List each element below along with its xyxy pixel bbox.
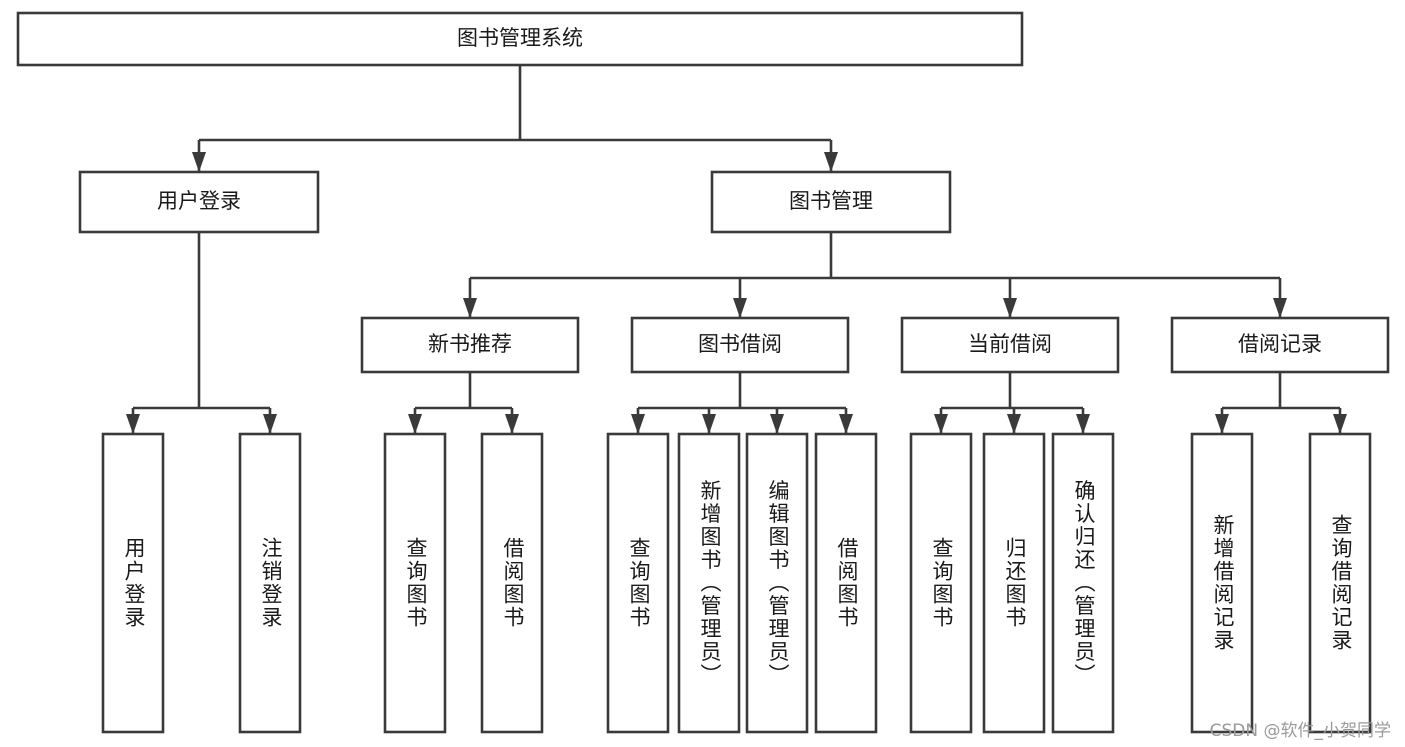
node-leaf-query-book-recommend[interactable]: 查询图书 bbox=[383, 432, 447, 734]
node-label-leaf-add-book: 新增图书（管理员） bbox=[698, 480, 722, 687]
node-label-leaf-edit-book: 编辑图书（管理员） bbox=[766, 480, 790, 687]
arrowhead-book-manage-3 bbox=[1273, 298, 1287, 318]
arrowhead-book-manage-1 bbox=[733, 298, 747, 318]
node-book-borrow[interactable]: 图书借阅 bbox=[630, 316, 850, 374]
node-label-book-borrow: 图书借阅 bbox=[698, 332, 782, 356]
node-box-new-book-recommend bbox=[360, 316, 580, 374]
node-label-current-borrow: 当前借阅 bbox=[968, 332, 1052, 356]
node-leaf-edit-book[interactable]: 编辑图书（管理员） bbox=[745, 432, 809, 734]
arrowhead-user-login-1 bbox=[263, 414, 277, 434]
node-label-leaf-borrow-book: 借阅图书 bbox=[835, 537, 859, 629]
node-box-current-borrow bbox=[900, 316, 1120, 374]
node-box-root bbox=[16, 11, 1024, 67]
node-box-leaf-edit-book bbox=[745, 432, 809, 734]
node-leaf-query-book-current[interactable]: 查询图书 bbox=[909, 432, 973, 734]
arrowhead-user-login-0 bbox=[126, 414, 140, 434]
node-leaf-add-borrow-record[interactable]: 新增借阅记录 bbox=[1190, 432, 1254, 734]
node-label-user-login: 用户登录 bbox=[157, 189, 241, 213]
node-root[interactable]: 图书管理系统 bbox=[16, 11, 1024, 67]
node-box-book-borrow bbox=[630, 316, 850, 374]
node-leaf-borrow-book[interactable]: 借阅图书 bbox=[814, 432, 878, 734]
node-leaf-query-borrow-record[interactable]: 查询借阅记录 bbox=[1308, 432, 1372, 734]
node-leaf-user-logout[interactable]: 注销登录 bbox=[238, 432, 302, 734]
node-box-user-login bbox=[78, 170, 320, 234]
arrowhead-book-borrow-2 bbox=[770, 414, 784, 434]
node-layer: 图书管理系统用户登录图书管理新书推荐图书借阅当前借阅借阅记录用户登录注销登录查询… bbox=[16, 11, 1390, 734]
node-box-leaf-borrow-book bbox=[814, 432, 878, 734]
node-leaf-return-book[interactable]: 归还图书 bbox=[982, 432, 1046, 734]
node-label-book-manage: 图书管理 bbox=[789, 189, 873, 213]
node-box-leaf-query-borrow-record bbox=[1308, 432, 1372, 734]
node-box-leaf-confirm-return bbox=[1051, 432, 1115, 734]
node-book-manage[interactable]: 图书管理 bbox=[710, 170, 952, 234]
arrowhead-book-borrow-3 bbox=[839, 414, 853, 434]
arrowhead-borrow-record-1 bbox=[1333, 414, 1347, 434]
arrowhead-book-manage-2 bbox=[1003, 298, 1017, 318]
node-box-leaf-add-borrow-record bbox=[1190, 432, 1254, 734]
node-label-leaf-return-book: 归还图书 bbox=[1003, 537, 1027, 629]
node-label-new-book-recommend: 新书推荐 bbox=[428, 332, 512, 356]
node-box-book-manage bbox=[710, 170, 952, 234]
node-label-leaf-query-book-borrow: 查询图书 bbox=[627, 537, 651, 629]
node-label-borrow-record: 借阅记录 bbox=[1238, 332, 1322, 356]
arrowhead-current-borrow-2 bbox=[1076, 414, 1090, 434]
node-box-leaf-borrow-book-recommend bbox=[480, 432, 544, 734]
node-leaf-confirm-return[interactable]: 确认归还（管理员） bbox=[1051, 432, 1115, 734]
node-box-leaf-query-book-borrow bbox=[606, 432, 670, 734]
node-leaf-borrow-book-recommend[interactable]: 借阅图书 bbox=[480, 432, 544, 734]
node-borrow-record[interactable]: 借阅记录 bbox=[1170, 316, 1390, 374]
node-label-leaf-confirm-return: 确认归还（管理员） bbox=[1072, 480, 1096, 687]
node-leaf-query-book-borrow[interactable]: 查询图书 bbox=[606, 432, 670, 734]
node-label-leaf-user-logout: 注销登录 bbox=[259, 537, 283, 629]
node-label-leaf-query-book-recommend: 查询图书 bbox=[404, 537, 428, 629]
arrowhead-book-borrow-1 bbox=[702, 414, 716, 434]
node-label-leaf-add-borrow-record: 新增借阅记录 bbox=[1211, 514, 1235, 652]
node-box-leaf-return-book bbox=[982, 432, 1046, 734]
node-user-login[interactable]: 用户登录 bbox=[78, 170, 320, 234]
node-box-leaf-user-login bbox=[101, 432, 165, 734]
node-box-leaf-query-book-current bbox=[909, 432, 973, 734]
node-label-root: 图书管理系统 bbox=[457, 26, 583, 50]
node-box-leaf-add-book bbox=[677, 432, 741, 734]
arrowhead-new-book-recommend-1 bbox=[505, 414, 519, 434]
node-leaf-user-login[interactable]: 用户登录 bbox=[101, 432, 165, 734]
node-box-leaf-user-logout bbox=[238, 432, 302, 734]
arrowhead-book-borrow-0 bbox=[631, 414, 645, 434]
node-label-leaf-user-login: 用户登录 bbox=[122, 537, 146, 629]
arrowhead-new-book-recommend-0 bbox=[408, 414, 422, 434]
node-leaf-add-book[interactable]: 新增图书（管理员） bbox=[677, 432, 741, 734]
node-label-leaf-borrow-book-recommend: 借阅图书 bbox=[501, 537, 525, 629]
arrowhead-current-borrow-1 bbox=[1007, 414, 1021, 434]
node-current-borrow[interactable]: 当前借阅 bbox=[900, 316, 1120, 374]
node-label-leaf-query-book-current: 查询图书 bbox=[930, 537, 954, 629]
node-box-leaf-query-book-recommend bbox=[383, 432, 447, 734]
arrowhead-root-1 bbox=[824, 152, 838, 172]
node-box-borrow-record bbox=[1170, 316, 1390, 374]
connector-layer bbox=[126, 65, 1347, 434]
arrowhead-current-borrow-0 bbox=[934, 414, 948, 434]
arrowhead-root-0 bbox=[192, 152, 206, 172]
node-label-leaf-query-borrow-record: 查询借阅记录 bbox=[1329, 514, 1353, 652]
node-new-book-recommend[interactable]: 新书推荐 bbox=[360, 316, 580, 374]
arrowhead-book-manage-0 bbox=[463, 298, 477, 318]
arrowhead-borrow-record-0 bbox=[1215, 414, 1229, 434]
